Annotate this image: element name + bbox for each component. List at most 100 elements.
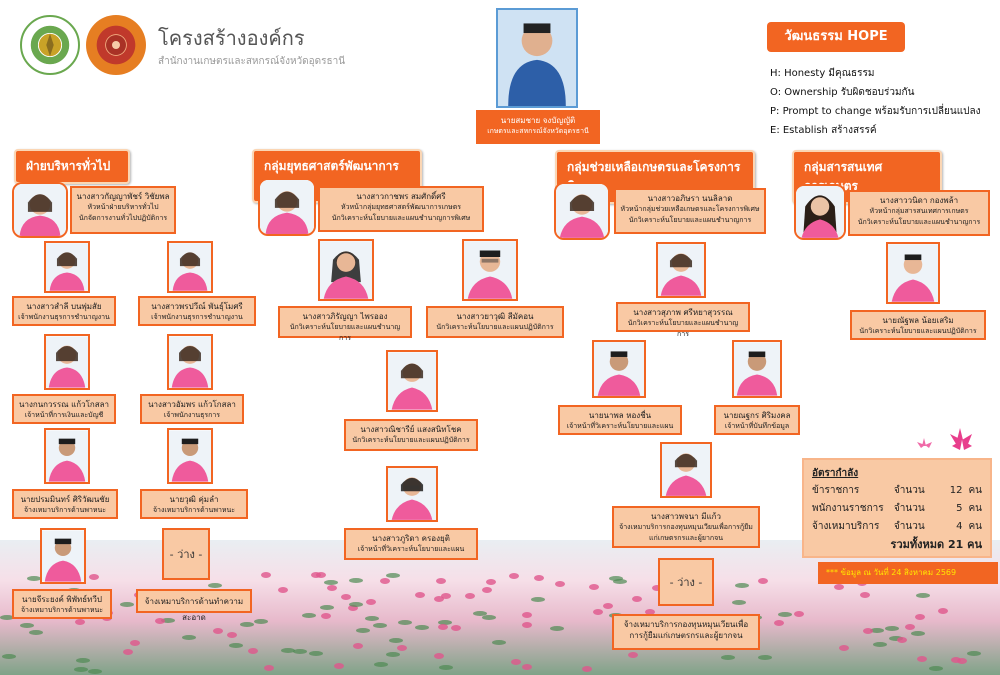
admin-staff-2-role: เจ้าพนักงานธุรการชำนาญงาน <box>151 313 243 321</box>
lotus-flower-decoration <box>415 592 425 598</box>
special-staff-2-role: เจ้าหน้าที่วิเคราะห์นโยบายและแผน <box>566 422 674 430</box>
lotus-leaf-decoration <box>74 667 88 672</box>
admin-staff-1-card: นางสาวสำลี บนพุ่มสัยเจ้าพนักงานธุรการชำน… <box>12 296 116 326</box>
lotus-flower-decoration <box>645 609 655 615</box>
lotus-leaf-decoration <box>29 630 43 635</box>
hope-list: H: Honesty มีคุณธรรม O: Ownership รับผิด… <box>770 64 981 140</box>
staffing-count: 12 <box>949 485 963 496</box>
lotus-leaf-decoration <box>492 640 506 645</box>
lotus-leaf-decoration <box>550 626 564 631</box>
lotus-flower-decoration <box>321 613 331 619</box>
lotus-leaf-decoration <box>356 628 370 633</box>
lotus-flower-decoration <box>917 656 927 662</box>
lotus-leaf-decoration <box>482 615 496 620</box>
admin-staff-7-name: นายจีระยงค์ พิพัทธ์ทวีป <box>22 595 102 604</box>
lotus-flower-decoration <box>366 599 376 605</box>
lotus-leaf-decoration <box>473 611 487 616</box>
head-role: เกษตรและสหกรณ์จังหวัดอุดรธานี <box>487 127 589 135</box>
lotus-leaf-decoration <box>254 619 268 624</box>
lotus-flower-decoration <box>441 593 451 599</box>
special-staff-1-name: นางสาวสุภาพ ศรีหยาสุวรรณ <box>633 308 733 317</box>
head-card: นายสมชาย จงบัญญัติ เกษตรและสหกรณ์จังหวัด… <box>476 110 600 144</box>
lotus-flower-decoration <box>213 628 223 634</box>
lotus-leaf-decoration <box>735 583 749 588</box>
strategy-staff-2-role: นักวิเคราะห์นโยบายและแผนปฏิบัติการ <box>436 323 554 331</box>
special-staff-4-role: จ้างเหมาบริการกองทุนหมุนเวียนเพื่อการกู้… <box>619 523 753 542</box>
special-staff-1-card: นางสาวสุภาพ ศรีหยาสุวรรณนักวิเคราะห์นโยบ… <box>616 302 750 338</box>
strategy-staff-4-card: นางสาวภูริดา ครองยุติเจ้าหน้าที่วิเคราะห… <box>344 528 478 560</box>
admin-staff-6-card: นายวุฒิ คุ่มลำจ้างเหมาบริการด้านพาหนะ <box>140 489 248 519</box>
head-name: นายสมชาย จงบัญญัติ <box>500 116 576 125</box>
lotus-leaf-decoration <box>208 583 222 588</box>
lotus-flower-decoration <box>522 612 532 618</box>
lotus-flower-decoration <box>863 628 873 634</box>
lotus-leaf-decoration <box>613 579 627 584</box>
lotus-flower-decoration <box>451 625 461 631</box>
hope-line-p: P: Prompt to change พร้อมรับการเปลี่ยนแป… <box>770 106 981 117</box>
info-lead-card: นางสาววนิดา กองพล้า หัวหน้ากลุ่มสารสนเทศ… <box>848 190 990 236</box>
special-staff-2-name: นายนาพล หองชื่น <box>588 411 652 420</box>
lotus-flower-decoration <box>905 624 915 630</box>
lotus-flower-decoration <box>938 608 948 614</box>
strategy-staff-4-name: นางสาวภูริดา ครองยุติ <box>372 534 450 543</box>
staffing-label: พนักงานราชการ <box>812 503 884 514</box>
admin-staff-6-name: นายวุฒิ คุ่มลำ <box>169 495 219 504</box>
lotus-leaf-decoration <box>374 662 388 667</box>
admin-staff-5-role: จ้างเหมาบริการด้านพาหนะ <box>23 506 107 514</box>
info-staff-1-card: นายณัฐพล น้อยเสริมนักวิเคราะห์นโยบายและแ… <box>850 310 986 340</box>
lotus-leaf-decoration <box>386 573 400 578</box>
info-lead-photo <box>794 184 846 240</box>
strategy-staff-3-name: นางสาวณิชารีย์ แสงสนิทโชค <box>360 425 462 434</box>
admin-staff-2-card: นางสาวพรปวีณ์ พันธุ์โมศรีเจ้าพนักงานธุรก… <box>138 296 256 326</box>
lotus-flower-decoration <box>486 579 496 585</box>
lotus-leaf-decoration <box>365 616 379 621</box>
hope-title: วัฒนธรรม HOPE <box>767 22 905 52</box>
strategy-lead-role1: หัวหน้ากลุ่มยุทธศาสตร์พัฒนาการเกษตร <box>340 203 462 211</box>
lotus-leaf-decoration <box>20 623 34 628</box>
admin-lead-photo <box>12 182 68 238</box>
lotus-flower-decoration <box>380 578 390 584</box>
lotus-flower-decoration <box>465 593 475 599</box>
admin-staff-3-photo <box>44 334 90 390</box>
lotus-flower-decoration <box>278 587 288 593</box>
admin-staff-2-name: นางสาวพรปวีณ์ พันธุ์โมศรี <box>151 302 243 311</box>
agriculture-logo <box>20 15 80 75</box>
special-staff-2-card: นายนาพล หองชื่นเจ้าหน้าที่วิเคราะห์นโยบา… <box>558 405 682 435</box>
hope-line-e: E: Establish สร้างสรรค์ <box>770 125 877 136</box>
lotus-flower-decoration <box>123 649 133 655</box>
admin-lead-card: นางสาวกัญญาพัชร์ วิชัยพล หัวหน้าฝ่ายบริห… <box>70 186 176 234</box>
admin-lead-role2: นักจัดการงานทั่วไปปฏิบัติการ <box>78 214 168 222</box>
special-staff-2-photo <box>592 340 646 398</box>
lotus-flower-decoration <box>155 618 165 624</box>
lotus-leaf-decoration <box>2 654 16 659</box>
strategy-staff-3-photo <box>386 350 438 412</box>
admin-lead-name: นางสาวกัญญาพัชร์ วิชัยพล <box>76 192 170 201</box>
lotus-flower-decoration <box>957 658 967 664</box>
special-lead-card: นางสาวอภิษรา นนลิลาด หัวหน้ากลุ่มช่วยเหล… <box>614 188 766 234</box>
lotus-flower-decoration <box>327 585 337 591</box>
staffing-label: จ้างเหมาบริการ <box>812 521 880 532</box>
admin-vacant-box: - ว่าง - <box>162 528 210 580</box>
info-staff-1-name: นายณัฐพล น้อยเสริม <box>882 316 954 325</box>
lotus-flower-decoration <box>248 648 258 654</box>
lotus-leaf-decoration <box>916 593 930 598</box>
special-lead-role2: นักวิเคราะห์นโยบายและแผนชำนาญการ <box>628 216 752 224</box>
lotus-flower-decoration <box>951 657 961 663</box>
lotus-flower-decoration <box>632 596 642 602</box>
staffing-word: จำนวน <box>893 521 925 532</box>
admin-staff-7-card: นายจีระยงค์ พิพัทธ์ทวีปจ้างเหมาบริการด้า… <box>12 589 112 619</box>
staffing-count: 4 <box>956 521 963 532</box>
special-staff-1-role: นักวิเคราะห์นโยบายและแผนชำนาญการ <box>627 319 739 338</box>
lotus-leaf-decoration <box>721 655 735 660</box>
lotus-leaf-decoration <box>120 602 134 607</box>
lotus-flower-decoration <box>603 603 613 609</box>
hope-line-h: H: Honesty มีคุณธรรม <box>770 68 875 79</box>
hope-line-o: O: Ownership รับผิดชอบร่วมกัน <box>770 87 915 98</box>
lotus-flower-decoration <box>522 664 532 670</box>
info-lead-role2: นักวิเคราะห์นโยบายและแผนชำนาญการ <box>857 218 981 226</box>
lotus-flower-decoration <box>511 659 521 665</box>
admin-staff-5-card: นายปรมมินทร์ ศิริวัฒนชัยจ้างเหมาบริการด้… <box>12 489 118 519</box>
lotus-leaf-decoration <box>885 626 899 631</box>
